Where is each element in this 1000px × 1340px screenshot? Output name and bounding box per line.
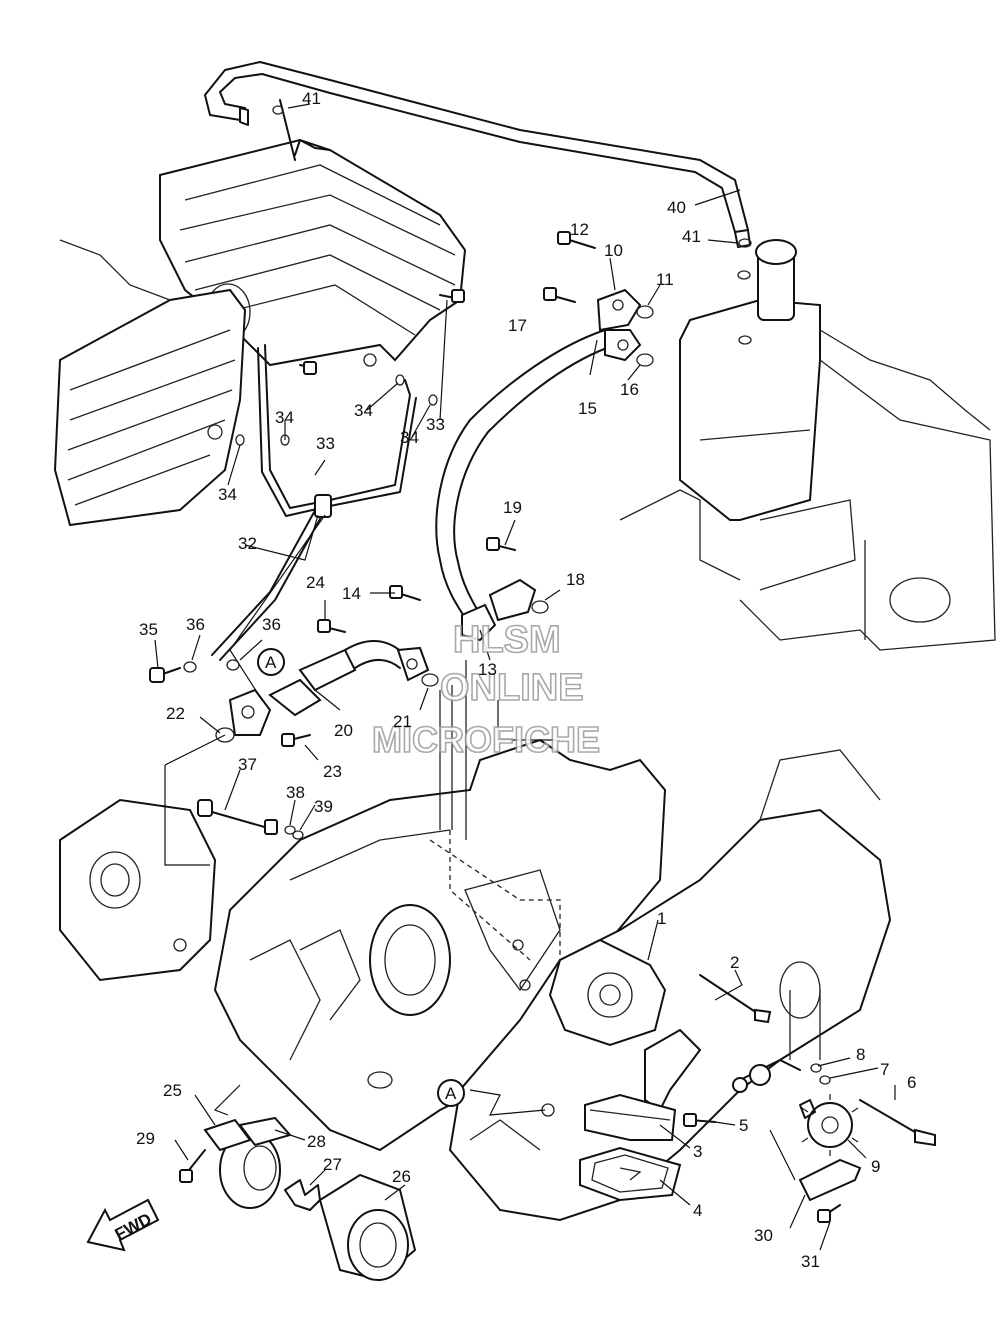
forward-arrow: FWD bbox=[86, 1198, 160, 1252]
callout-19: 19 bbox=[503, 498, 522, 517]
routing-lines bbox=[164, 660, 796, 1181]
callout-34: 34 bbox=[275, 408, 294, 427]
strainer-hose bbox=[228, 639, 430, 736]
reference-a-label: A bbox=[445, 1084, 457, 1103]
callout-18: 18 bbox=[566, 570, 585, 589]
callout-23: 23 bbox=[323, 762, 342, 781]
callout-10: 10 bbox=[604, 241, 623, 260]
callouts: 1 2 3 4 5 6 7 8 9 10 11 12 13 14 15 16 1… bbox=[136, 89, 916, 1271]
watermark: HLSM ONLINE MICROFICHE bbox=[371, 618, 601, 761]
strainer-plate bbox=[579, 1146, 682, 1202]
callout-27: 27 bbox=[323, 1155, 342, 1174]
callout-41: 41 bbox=[302, 89, 321, 108]
bolts bbox=[149, 99, 841, 1223]
watermark-line-2: ONLINE bbox=[440, 667, 584, 709]
callout-32: 32 bbox=[238, 534, 257, 553]
callout-11: 11 bbox=[656, 270, 674, 289]
callout-33: 33 bbox=[316, 434, 335, 453]
callout-31: 31 bbox=[801, 1252, 820, 1271]
oil-feed-pipe bbox=[211, 344, 417, 661]
callout-34: 34 bbox=[218, 485, 237, 504]
callout-30: 30 bbox=[754, 1226, 773, 1245]
callout-12: 12 bbox=[570, 220, 589, 239]
callout-29: 29 bbox=[136, 1129, 155, 1148]
callout-39: 39 bbox=[314, 797, 333, 816]
side-cover-left bbox=[59, 798, 217, 982]
callout-5: 5 bbox=[739, 1116, 748, 1135]
callout-21: 21 bbox=[393, 712, 412, 731]
watermark-line-1: HLSM bbox=[453, 619, 561, 661]
pump-gear bbox=[799, 1094, 859, 1156]
callout-2: 2 bbox=[730, 953, 739, 972]
callout-37: 37 bbox=[238, 755, 257, 774]
callout-34: 34 bbox=[400, 428, 419, 447]
callout-7: 7 bbox=[880, 1060, 889, 1079]
reference-a-label: A bbox=[265, 653, 277, 672]
callout-3: 3 bbox=[693, 1142, 702, 1161]
callout-15: 15 bbox=[578, 399, 597, 418]
callout-40: 40 bbox=[667, 198, 686, 217]
callout-9: 9 bbox=[871, 1157, 880, 1176]
oil-pump bbox=[548, 938, 702, 1112]
callout-36: 36 bbox=[262, 615, 281, 634]
callout-38: 38 bbox=[286, 783, 305, 802]
reference-a-upper: A bbox=[257, 648, 285, 676]
callout-41: 41 bbox=[682, 227, 701, 246]
callout-35: 35 bbox=[139, 620, 158, 639]
frame-engine-right bbox=[619, 329, 996, 651]
watermark-line-3: MICROFICHE bbox=[372, 719, 600, 760]
callout-34: 34 bbox=[354, 401, 373, 420]
pump-shaft bbox=[699, 974, 936, 1147]
crankcase-left bbox=[213, 738, 667, 1152]
oil-tank bbox=[679, 239, 821, 521]
callout-16: 16 bbox=[620, 380, 639, 399]
reference-a-lower: A bbox=[437, 1079, 465, 1107]
callout-20: 20 bbox=[334, 721, 353, 740]
filter-spring bbox=[284, 1179, 321, 1211]
callout-33: 33 bbox=[426, 415, 445, 434]
oil-filter bbox=[318, 1173, 417, 1282]
callout-1: 1 bbox=[657, 909, 666, 928]
callout-28: 28 bbox=[307, 1132, 326, 1151]
callout-8: 8 bbox=[856, 1045, 865, 1064]
callout-17: 17 bbox=[508, 316, 527, 335]
callout-22: 22 bbox=[166, 704, 185, 723]
cylinder-block bbox=[53, 239, 247, 527]
callout-25: 25 bbox=[163, 1081, 182, 1100]
filter-cover bbox=[203, 1116, 292, 1209]
callout-36: 36 bbox=[186, 615, 205, 634]
callout-24: 24 bbox=[306, 573, 325, 592]
callout-6: 6 bbox=[907, 1073, 916, 1092]
callout-14: 14 bbox=[342, 584, 361, 603]
oil-delivery-pipe bbox=[435, 288, 642, 642]
callout-26: 26 bbox=[392, 1167, 411, 1186]
oil-strainer bbox=[584, 1093, 677, 1141]
crankcase-right bbox=[448, 749, 892, 1222]
callout-4: 4 bbox=[693, 1201, 702, 1220]
plate-30 bbox=[798, 1158, 862, 1202]
callout-13: 13 bbox=[478, 660, 497, 679]
